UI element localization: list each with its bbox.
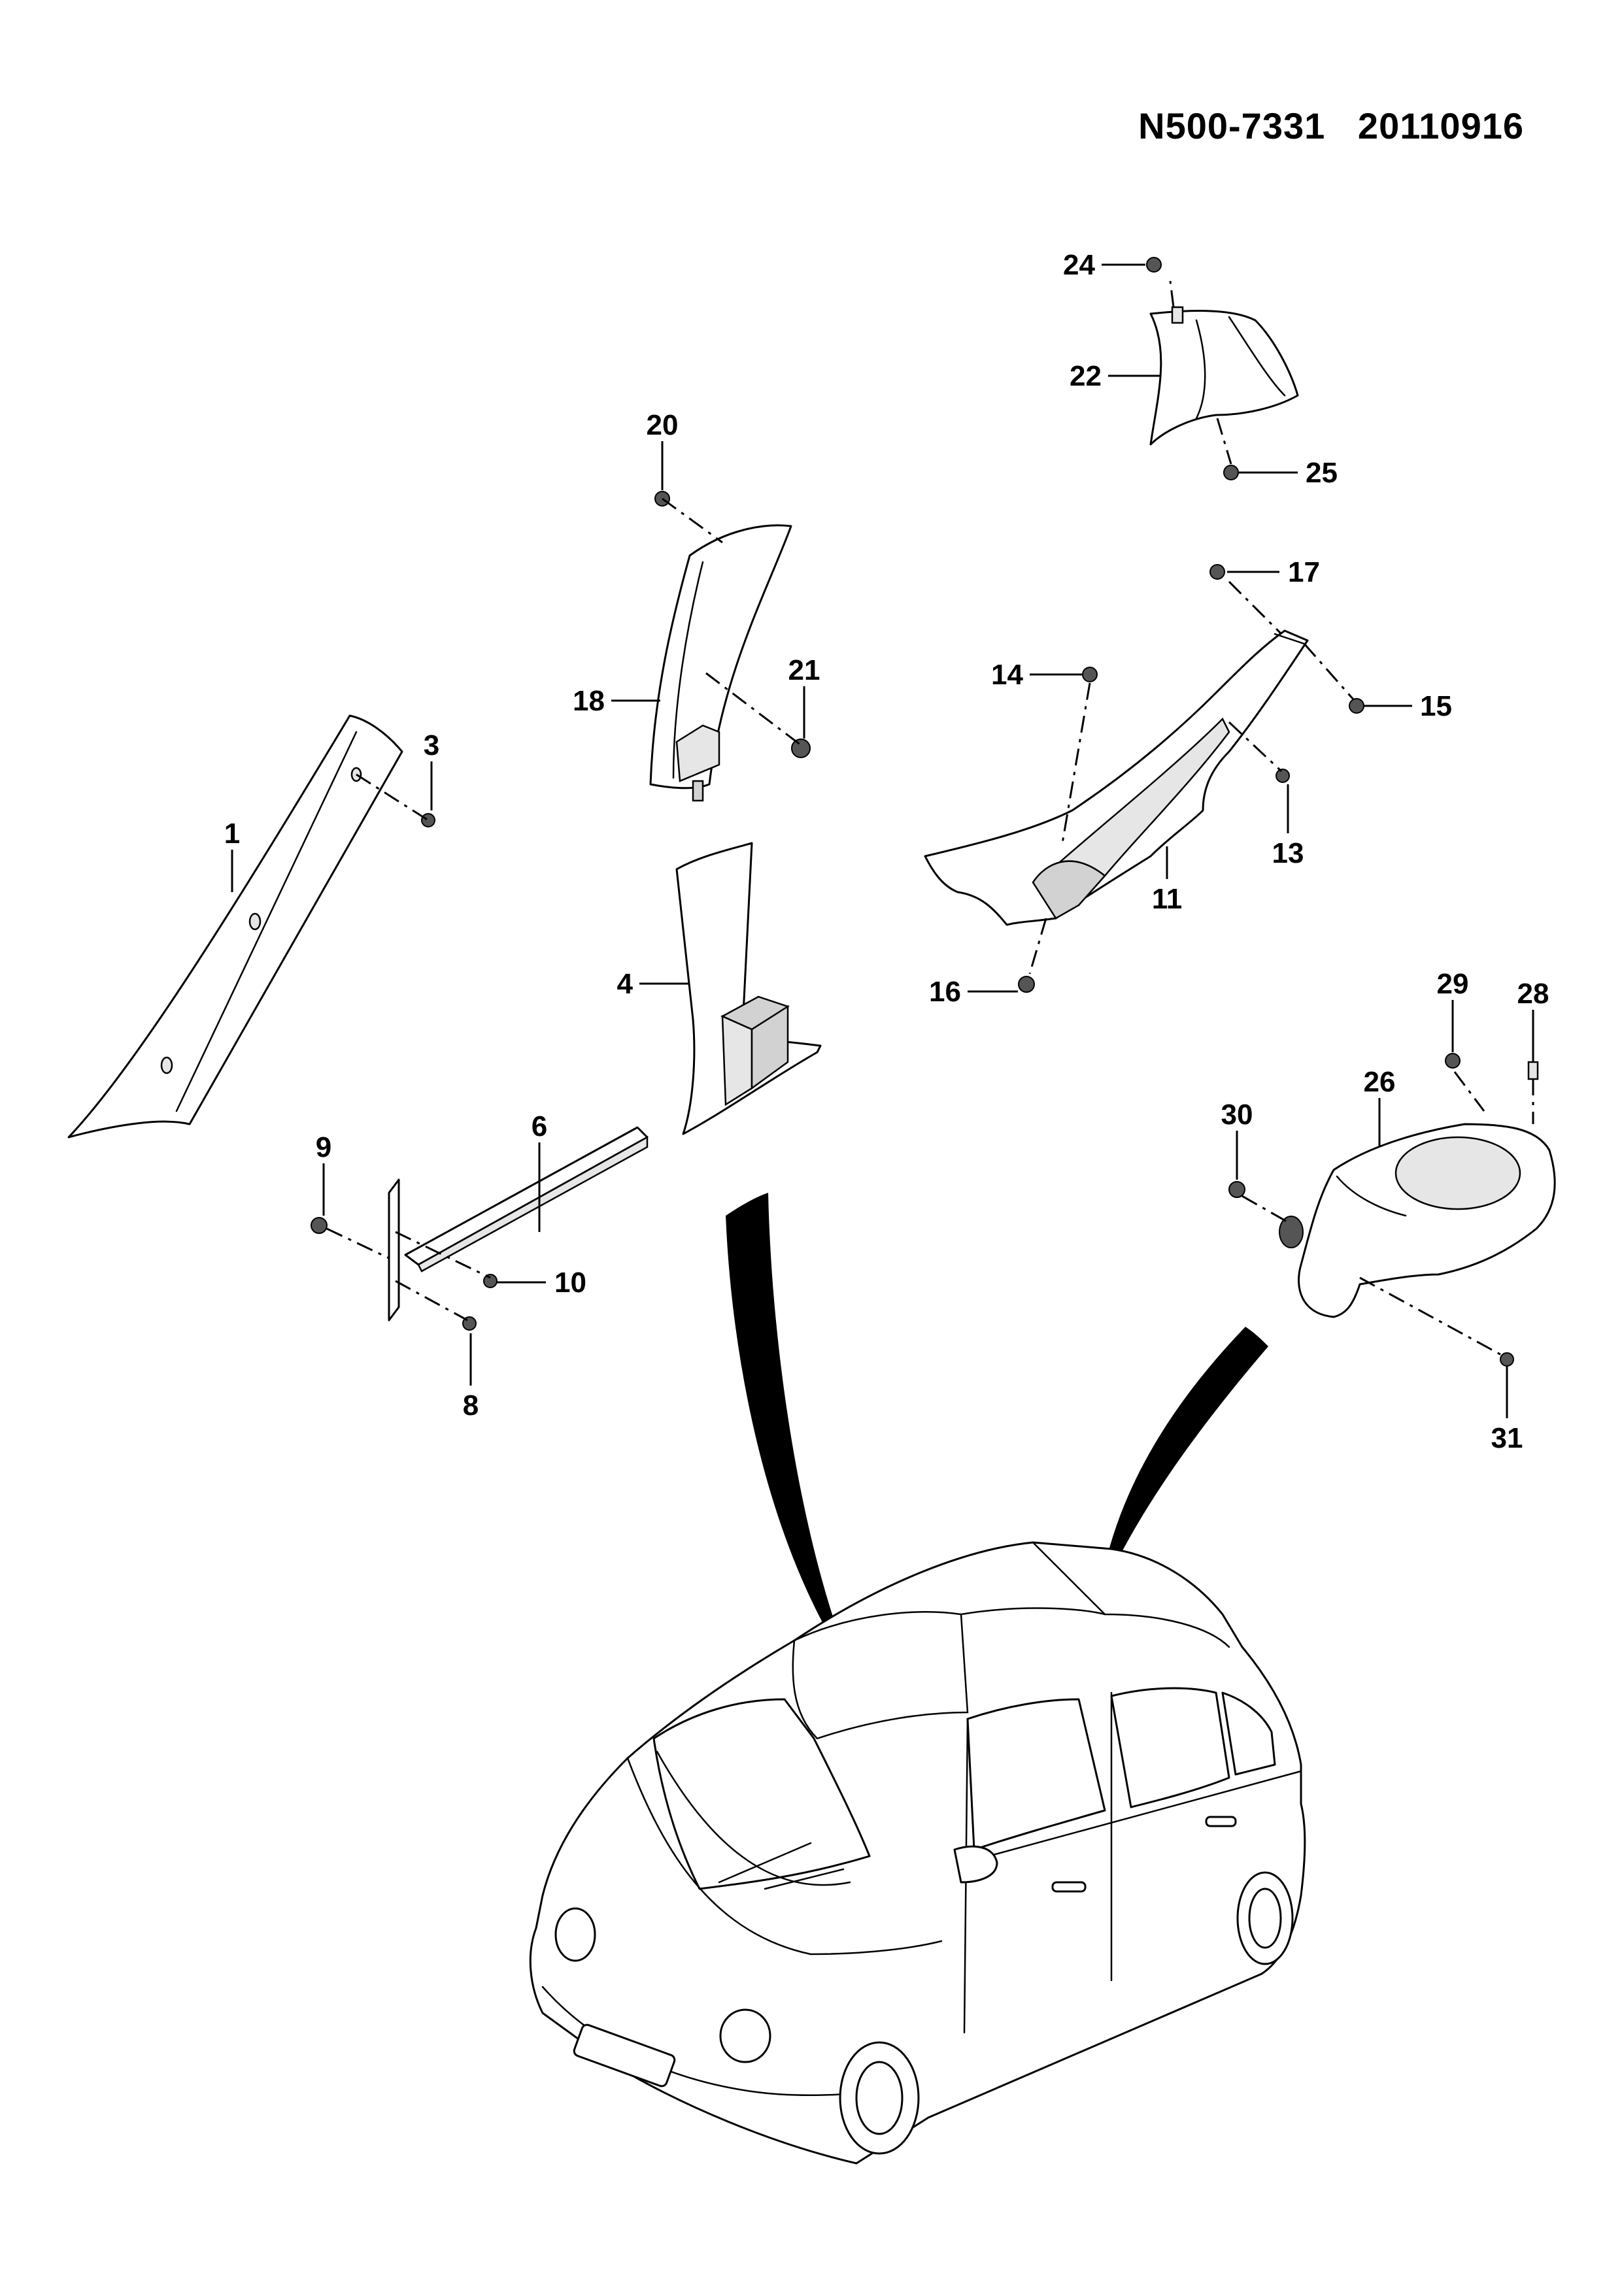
callout-29: 29 xyxy=(1437,968,1469,1000)
fasteners xyxy=(311,257,1539,1367)
part-11-quarter-lower-trim xyxy=(924,629,1309,926)
callout-22: 22 xyxy=(1070,360,1102,392)
cap-24 xyxy=(1146,257,1162,273)
callout-labels: 1 3 4 6 8 9 10 11 13 14 15 16 17 18 20 2… xyxy=(224,249,1549,1454)
screw-3 xyxy=(421,813,435,827)
callout-21: 21 xyxy=(788,654,820,686)
callout-leader-lines xyxy=(231,263,1534,1418)
screw-29 xyxy=(1445,1053,1461,1069)
callout-31: 31 xyxy=(1491,1422,1523,1454)
callout-9: 9 xyxy=(316,1131,331,1163)
callout-11: 11 xyxy=(1152,883,1183,915)
callout-17: 17 xyxy=(1288,556,1320,588)
callout-4: 4 xyxy=(617,968,634,1000)
screw-10 xyxy=(483,1274,498,1288)
callout-28: 28 xyxy=(1517,978,1549,1010)
document-code: N500-7331 20110916 xyxy=(1138,105,1524,146)
assembly-center-lines xyxy=(326,280,1534,1357)
clip-28 xyxy=(1527,1061,1539,1080)
location-pointers xyxy=(726,1193,1268,1673)
part-1-a-pillar-trim xyxy=(67,714,403,1139)
cap-21 xyxy=(791,739,811,758)
part-26-quarter-speaker-trim xyxy=(1279,1123,1556,1318)
clip-30 xyxy=(1228,1181,1245,1198)
callout-18: 18 xyxy=(573,685,605,717)
callout-15: 15 xyxy=(1420,690,1452,722)
part-22-quarter-upper-trim xyxy=(1149,306,1299,446)
callout-26: 26 xyxy=(1364,1066,1396,1098)
callout-25: 25 xyxy=(1306,457,1338,489)
callout-14: 14 xyxy=(991,659,1023,691)
callout-10: 10 xyxy=(554,1267,586,1299)
callout-24: 24 xyxy=(1063,249,1095,281)
vehicle-overview xyxy=(529,1541,1306,2165)
clip-25 xyxy=(1223,465,1239,480)
callout-16: 16 xyxy=(929,976,961,1008)
plug-13 xyxy=(1276,769,1290,783)
callout-8: 8 xyxy=(463,1389,479,1422)
callout-1: 1 xyxy=(224,818,240,850)
callout-3: 3 xyxy=(424,729,439,761)
part-18-b-pillar-upper-trim xyxy=(649,524,792,802)
screw-14 xyxy=(1082,667,1098,682)
callout-13: 13 xyxy=(1272,837,1304,869)
callout-20: 20 xyxy=(647,409,679,441)
screw-31 xyxy=(1500,1352,1514,1367)
callout-6: 6 xyxy=(532,1110,547,1142)
screw-15 xyxy=(1349,698,1364,714)
callout-30: 30 xyxy=(1221,1099,1253,1131)
part-4-b-pillar-lower-trim xyxy=(675,842,822,1135)
clip-16 xyxy=(1018,976,1035,993)
clip-17 xyxy=(1209,564,1225,580)
clip-9 xyxy=(311,1217,328,1234)
part-6-sill-strip xyxy=(388,1126,649,1322)
